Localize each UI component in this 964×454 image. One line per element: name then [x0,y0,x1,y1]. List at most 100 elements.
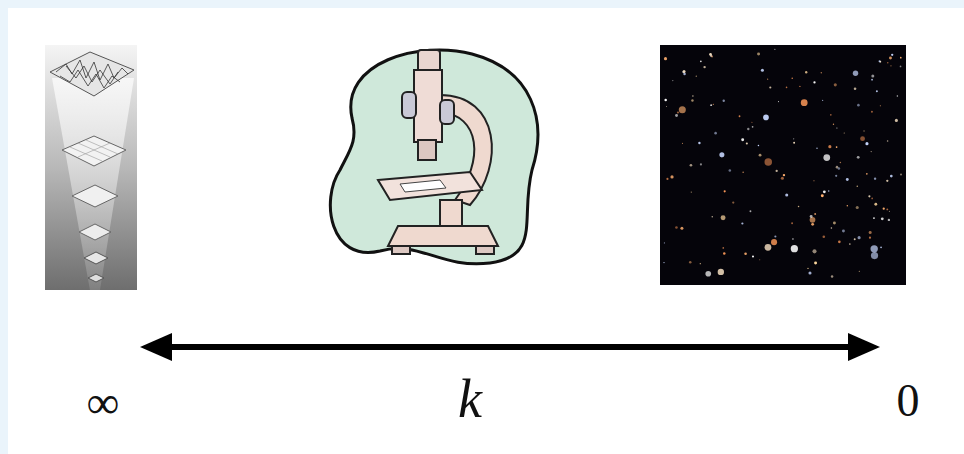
galaxy-dot [752,255,754,257]
galaxy-dot [871,111,873,113]
galaxy-dot [876,90,878,92]
galaxy-dot [749,210,751,212]
galaxy-dot [821,72,822,73]
galaxy-dot [781,177,784,180]
galaxy-dot [799,86,800,87]
galaxy-dot [857,186,858,187]
galaxy-dot [883,208,885,210]
galaxy-dot [871,79,873,81]
galaxy-dot [895,119,898,122]
galaxy-dot [689,261,692,264]
galaxy-dot [675,114,678,117]
galaxy-dot [811,223,814,226]
microscope-icon [330,50,537,264]
galaxy-dot [833,124,834,125]
galaxy-dot [793,138,794,139]
galaxy-dot [713,104,714,105]
galaxy-dot [664,99,666,101]
galaxy-dot [791,77,793,79]
galaxy-dot [873,217,875,219]
galaxy-dot [840,162,842,164]
galaxy-dot [765,244,772,251]
galaxy-dot [722,247,724,249]
galaxy-dot [801,99,808,106]
galaxy-dot [870,245,877,252]
galaxy-dot [774,49,775,50]
galaxy-dot [729,169,732,172]
scale-label: 0 [897,378,920,424]
galaxy-dot [785,193,788,196]
galaxy-dot [741,138,744,141]
galaxy-dot [846,178,849,181]
galaxy-field-image [660,45,906,285]
galaxy-dot [814,261,817,264]
galaxy-dot [765,158,772,165]
galaxy-dot [771,239,777,245]
galaxy-dot [900,57,902,59]
galaxy-dot [714,132,717,135]
galaxy-dot [847,205,848,206]
galaxy-dot [836,166,839,169]
galaxy-dot [778,101,779,102]
galaxy-dot [857,104,860,107]
galaxy-dot [792,238,793,239]
galaxy-dot [680,227,683,230]
galaxy-dot [711,216,713,218]
galaxy-dot [835,175,837,177]
galaxy-dot [833,222,836,225]
galaxy-dot [761,69,764,72]
galaxy-dot [854,238,856,240]
galaxy-dot [838,240,841,243]
galaxy-dot [810,215,813,218]
galaxy-dot [732,201,734,203]
galaxy-dot [675,226,678,229]
galaxy-dot [880,105,881,106]
galaxy-dot [752,126,754,128]
galaxy-dot [723,100,725,102]
galaxy-dot [886,180,888,182]
galaxy-dot [776,170,778,172]
galaxy-dot [709,53,712,56]
scale-label: ∞ [87,380,120,426]
galaxy-dot [791,245,798,252]
galaxy-dot [746,142,748,144]
galaxy-dot [751,122,752,123]
galaxy-dot [808,271,811,274]
galaxy-dot [860,136,865,141]
galaxy-dot [834,83,837,86]
galaxy-dot [865,142,868,145]
galaxy-dot [663,262,664,263]
galaxy-dot [700,263,701,264]
galaxy-dot [822,100,823,101]
galaxy-dot [836,127,837,128]
galaxy-dot [813,81,815,83]
galaxy-dot [705,271,711,277]
galaxy-dot [890,65,891,66]
galaxy-dot [757,53,760,56]
galaxy-dot [677,111,679,113]
galaxy-dot [719,152,724,157]
galaxy-dot [854,87,857,90]
galaxy-dot [831,227,833,229]
galaxy-dot [900,174,902,176]
galaxy-dot [670,175,673,178]
galaxy-dot [887,140,889,142]
galaxy-dot [807,268,808,269]
galaxy-dot [700,60,702,62]
galaxy-dot [816,148,817,149]
galaxy-dot [691,99,693,101]
galaxy-dot [814,213,816,215]
galaxy-dot [767,79,768,80]
galaxy-dot [891,54,893,56]
galaxy-dot [822,235,825,238]
galaxy-dot [879,60,881,62]
galaxy-dot [844,133,845,134]
galaxy-dot [866,173,868,175]
galaxy-dot [871,198,873,200]
galaxy-dot [830,114,832,116]
galaxy-dot [869,237,871,239]
galaxy-dot [683,70,686,73]
galaxy-dot [889,211,890,212]
galaxy-dot [741,222,743,224]
